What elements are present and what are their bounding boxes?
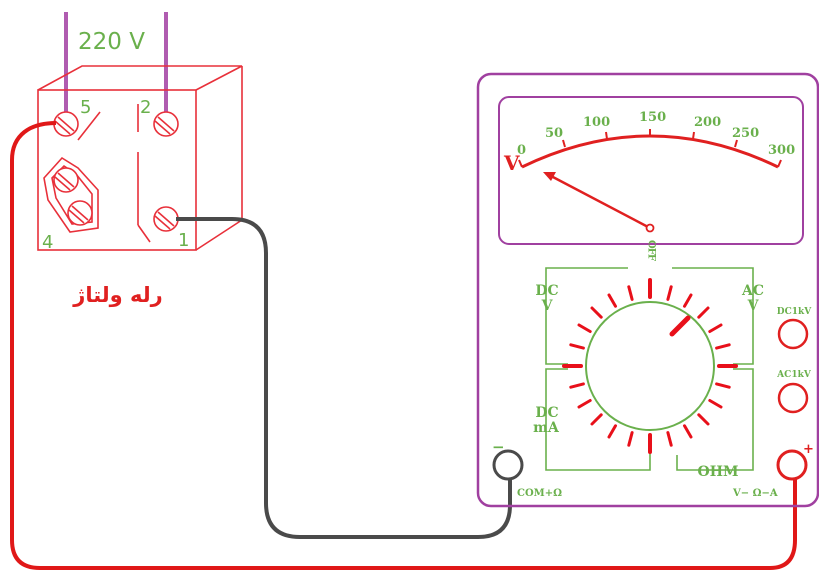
relay-caption: رله ولتاژ	[72, 283, 163, 307]
selector-tick-11	[666, 431, 673, 447]
scale-label-250: 250	[732, 126, 759, 141]
terminal-4-label: 4	[42, 232, 53, 253]
scale-label-0: 0	[517, 143, 526, 158]
scale-labels: 0 50 100 150 200 250 300	[517, 110, 795, 158]
selector-dcv-label[interactable]: DC V	[535, 283, 558, 314]
selector-tick-5	[715, 343, 731, 350]
selector-tick-13	[627, 431, 634, 447]
selector-tick-19	[569, 343, 585, 350]
dc1kv-jack-label: DC1kV	[777, 307, 812, 317]
relay-terminal-screws	[53, 111, 179, 232]
com-minus-sign: −	[492, 438, 505, 456]
scale-label-200: 200	[694, 115, 721, 130]
meter-display	[498, 96, 804, 245]
selector-tick-10	[683, 424, 693, 439]
red-test-lead	[10, 121, 797, 570]
selector-tick-2	[683, 293, 693, 308]
dcv-label-line1: DC	[535, 283, 558, 299]
ac1kv-jack[interactable]	[777, 382, 809, 414]
selector-tick-23	[627, 285, 634, 301]
terminal-2-label: 2	[140, 97, 151, 118]
selector-tick-16	[577, 399, 592, 409]
scale-label-100: 100	[583, 115, 610, 130]
selector-tick-21	[590, 306, 603, 319]
com-jack-label: COM+Ω	[517, 488, 562, 499]
selector-dcma-label[interactable]: DC mA	[533, 405, 560, 436]
selector-tick-4	[708, 323, 723, 333]
selector-tick-17	[569, 382, 585, 389]
meter-needle	[543, 172, 655, 233]
selector-ohm-label[interactable]: OHM	[698, 464, 739, 480]
dc1kv-jack[interactable]	[777, 318, 809, 350]
selector-range-brackets	[545, 267, 754, 471]
screw-terminal-1	[153, 206, 179, 232]
selector-tick-20	[577, 323, 592, 333]
range-selector-knob[interactable]	[585, 301, 715, 431]
ac1kv-jack-label: AC1kV	[776, 370, 812, 380]
selector-tick-14	[607, 424, 617, 439]
dcma-label-line2: mA	[533, 420, 560, 436]
com-jack[interactable]	[492, 449, 524, 481]
selector-tick-8	[708, 399, 723, 409]
selector-tick-15	[590, 413, 603, 426]
v-ohm-a-jack[interactable]	[776, 449, 808, 481]
screw-terminal-2	[153, 111, 179, 137]
terminal-1-label: 1	[178, 230, 189, 251]
selector-tick-9	[697, 413, 710, 426]
selector-tick-22	[607, 293, 617, 308]
selector-pointer	[669, 315, 691, 337]
meter-unit-label: V	[503, 151, 520, 175]
multimeter-body	[476, 72, 819, 508]
voltage-relay	[37, 65, 243, 251]
screw-terminal-4a	[53, 167, 79, 193]
v-ohm-a-jack-label: V− Ω−A	[732, 488, 778, 499]
scale-ticks	[518, 129, 782, 168]
acv-label-line2: V	[747, 298, 760, 314]
selector-tick-3	[697, 306, 710, 319]
v-plus-sign: +	[803, 442, 814, 457]
terminal-5-label: 5	[80, 97, 91, 118]
selector-tick-1	[666, 285, 673, 301]
dcma-label-line1: DC	[535, 405, 558, 421]
scale-label-150: 150	[639, 110, 666, 125]
screw-terminal-4b	[67, 200, 93, 226]
scale-label-50: 50	[545, 126, 563, 141]
selector-tick-7	[715, 382, 731, 389]
supply-wires	[64, 12, 168, 112]
voltage-scale-arc	[521, 134, 779, 169]
supply-voltage-label: 220 V	[78, 29, 145, 55]
selector-tick-marks	[562, 278, 738, 454]
acv-label-line1: AC	[741, 283, 764, 299]
scale-label-300: 300	[768, 143, 795, 158]
selector-off-label[interactable]: OFF	[646, 240, 657, 261]
dcv-label-line2: V	[541, 298, 554, 314]
selector-acv-label[interactable]: AC V	[741, 283, 764, 314]
black-test-lead	[176, 217, 512, 539]
screw-terminal-5	[53, 111, 79, 137]
